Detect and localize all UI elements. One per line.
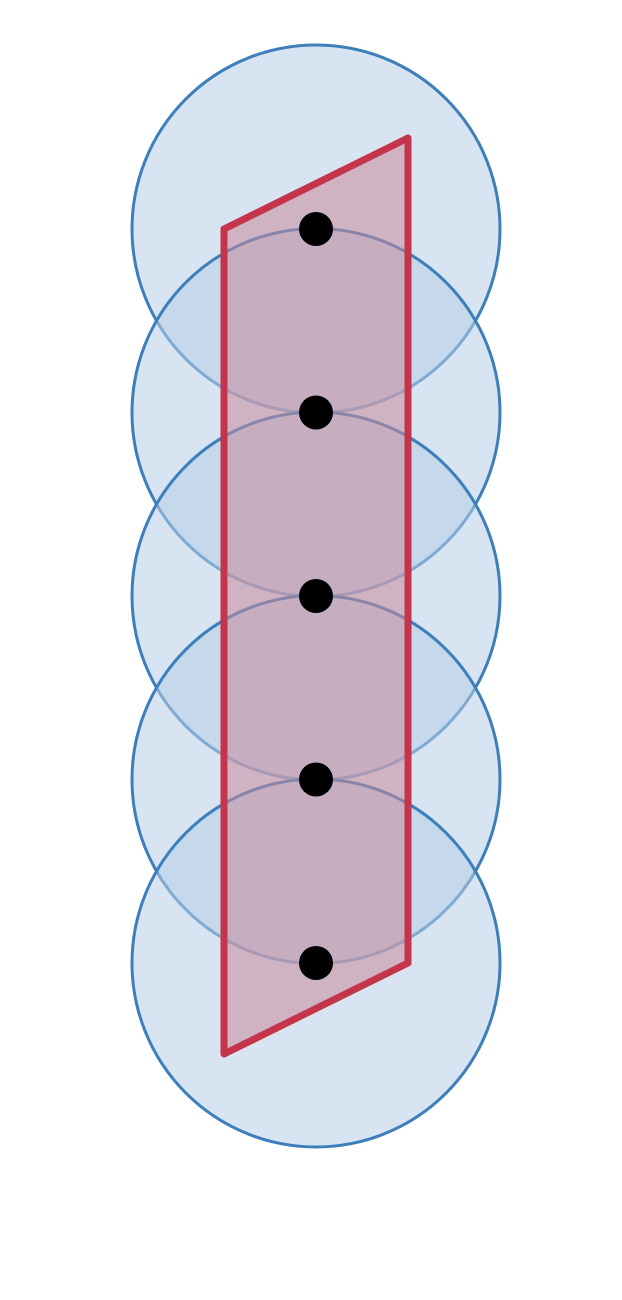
center-point-5 xyxy=(299,946,333,980)
center-point-2 xyxy=(299,395,333,430)
center-point-4 xyxy=(299,762,333,797)
center-point-3 xyxy=(299,579,333,613)
center-point-1 xyxy=(299,212,333,246)
center-points xyxy=(299,212,333,980)
